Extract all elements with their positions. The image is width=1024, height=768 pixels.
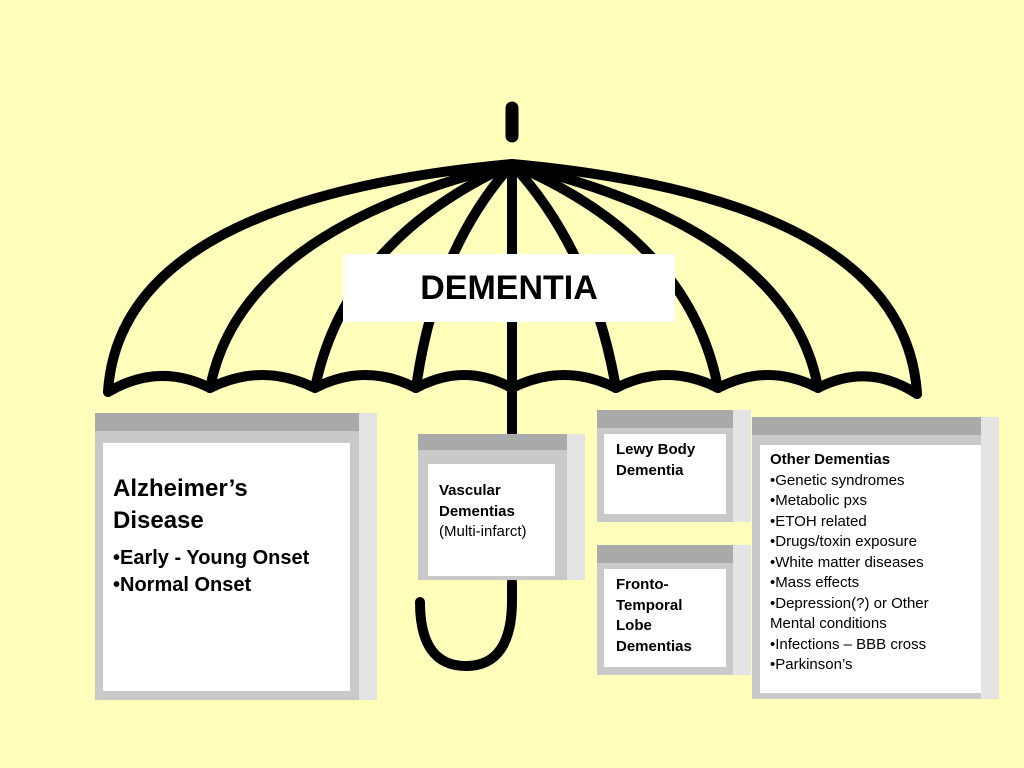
fronto-label-line1: Fronto- (616, 576, 669, 593)
other-dementias-item: •Parkinson’s (770, 656, 853, 673)
dementia-title-box: DEMENTIA (343, 254, 675, 322)
other-dementias-item: •Infections – BBB cross (770, 635, 927, 653)
alzheimers-box: Alzheimer’s Disease •Early - Young Onset… (95, 413, 377, 700)
other-dementias-item: •ETOH related (770, 512, 867, 530)
fronto-label-line2: Temporal (616, 596, 683, 614)
other-dementias-box: Other Dementias •Genetic syndromes •Meta… (752, 417, 999, 699)
vascular-label-line2: Dementias (439, 502, 515, 520)
fronto-temporal-box: Fronto- Temporal Lobe Dementias (597, 545, 751, 675)
umbrella-rib (205, 159, 517, 393)
lewy-body-box: Lewy Body Dementia (597, 410, 751, 522)
other-dementias-item: •Genetic syndromes (770, 471, 905, 489)
other-dementias-item: •Metabolic pxs (770, 492, 867, 509)
alzheimers-item: •Normal Onset (113, 574, 252, 596)
lewy-label-line1: Lewy Body (616, 441, 696, 458)
fronto-label-line3: Lobe (616, 617, 652, 634)
dementia-title: DEMENTIA (420, 268, 598, 307)
alzheimers-title-line2: Disease (113, 507, 204, 534)
vascular-label-line1: Vascular (439, 482, 501, 499)
other-dementias-item: Mental conditions (770, 615, 887, 632)
fronto-label-line4: Dementias (616, 637, 692, 655)
other-dementias-item: •White matter diseases (770, 553, 924, 571)
lewy-label-line2: Dementia (616, 461, 684, 479)
other-dementias-title: Other Dementias (770, 451, 891, 468)
other-dementias-item: •Depression(?) or Other (770, 594, 929, 612)
other-dementias-item: •Mass effects (770, 574, 860, 591)
alzheimers-item: •Early - Young Onset (113, 547, 310, 569)
other-dementias-item: •Drugs/toxin exposure (770, 533, 917, 550)
umbrella-handle (415, 577, 517, 671)
alzheimers-title-line1: Alzheimer’s (113, 475, 248, 502)
vascular-box: Vascular Dementias (Multi-infarct) (418, 434, 585, 580)
umbrella-rib (507, 159, 823, 393)
vascular-label-line3: (Multi-infarct) (439, 523, 527, 540)
